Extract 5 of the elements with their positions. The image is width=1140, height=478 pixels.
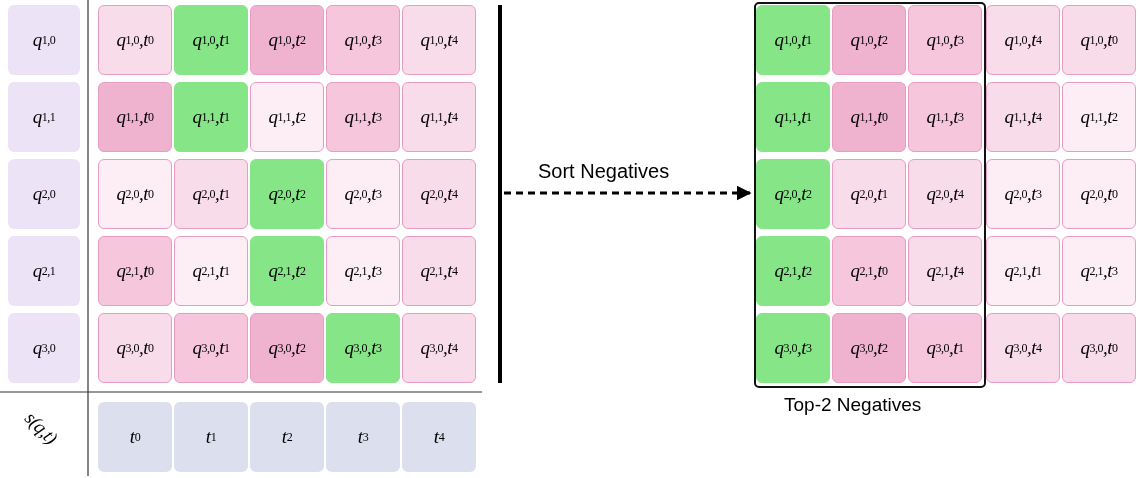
edge-label: Sort Negatives <box>538 160 670 183</box>
arrow <box>504 185 752 201</box>
axis-label: s(q,t) <box>20 406 63 450</box>
group-label: Top-2 Negatives <box>784 394 922 416</box>
score-matrix <box>0 0 482 476</box>
